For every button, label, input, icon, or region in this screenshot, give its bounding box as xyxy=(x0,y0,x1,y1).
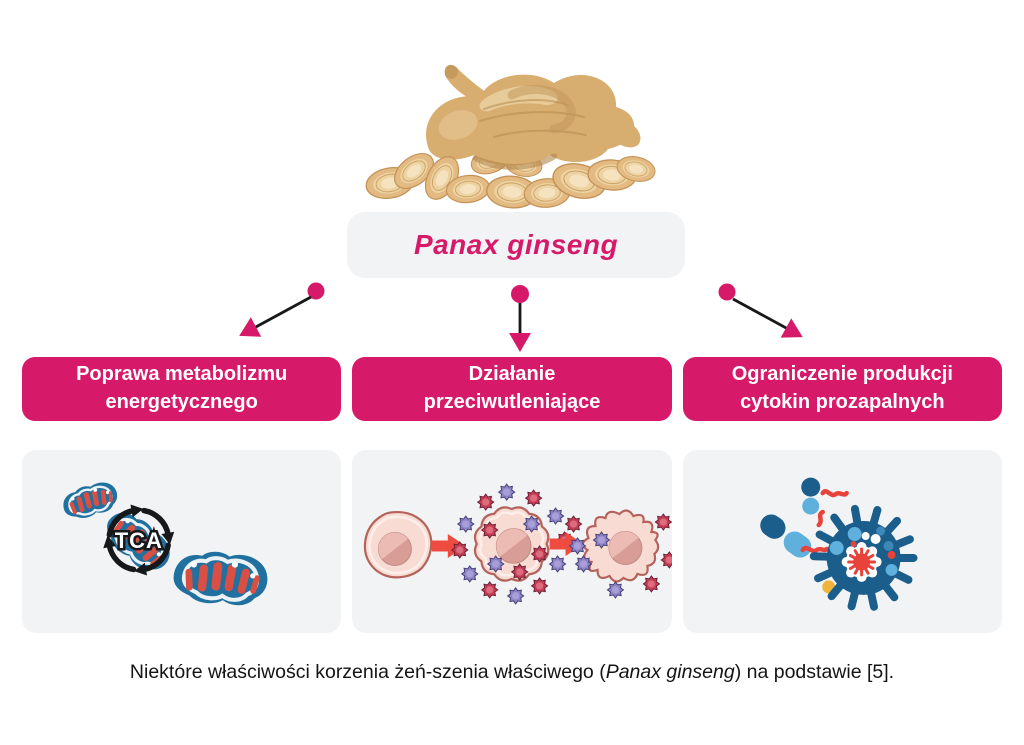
benefit-label-line: Ograniczenie produkcji xyxy=(731,363,953,386)
mitochondrion xyxy=(60,479,121,523)
benefit-box-antioxidant: Działanie przeciwutleniające xyxy=(352,357,672,421)
benefit-boxes-row: Poprawa metabolizmu energetycznego Dział… xyxy=(22,357,1002,421)
mitochondrion xyxy=(171,548,270,609)
virus-microbe xyxy=(809,504,918,611)
ginseng-root-photo xyxy=(363,64,658,211)
cytokine-squiggle xyxy=(820,489,849,498)
cell-oxidation-illustration xyxy=(364,450,672,633)
damaged-cell xyxy=(566,509,672,598)
caption-text: ) na podstawie [5]. xyxy=(734,661,895,683)
benefit-box-cytokines: Ograniczenie produkcji cytokin prozapaln… xyxy=(682,357,1002,421)
panax-ginseng-label-box: Panax ginseng xyxy=(347,212,685,278)
microbe-cytokines-illustration xyxy=(759,477,918,611)
benefit-label-line: przeciwutleniające xyxy=(423,391,601,413)
coccus-bacterium xyxy=(801,497,819,515)
mitochondria-tca-illustration: TCA xyxy=(22,450,341,633)
coccus-bacterium xyxy=(800,477,820,497)
illustration-panel-cytokines xyxy=(682,450,1002,633)
benefit-label-line: cytokin prozapalnych xyxy=(740,391,945,413)
virus-core xyxy=(841,541,882,582)
caption-latin-name: Panax ginseng xyxy=(605,661,735,683)
tca-label: TCA xyxy=(115,528,163,553)
benefit-box-metabolism: Poprawa metabolizmu energetycznego xyxy=(22,357,342,421)
benefit-label-line: energetycznego xyxy=(105,391,258,413)
illustration-panel-antioxidant xyxy=(352,450,672,633)
figure-caption: Niektóre właściwości korzenia żeń-szenia… xyxy=(0,661,1024,684)
tca-cycle-icon: TCA xyxy=(103,504,175,576)
ginseng-root-body xyxy=(426,64,641,170)
cytokine-squiggle xyxy=(816,509,825,528)
illustration-panel-metabolism: TCA xyxy=(22,450,342,633)
arrow-to-antioxidant xyxy=(509,285,531,352)
illustration-panels-row: TCA xyxy=(22,450,1002,633)
caption-text: Niektóre właściwości korzenia żeń-szenia… xyxy=(129,661,606,683)
benefit-label-line: Działanie xyxy=(468,363,556,386)
healthy-cell xyxy=(364,510,433,579)
benefit-label-line: Poprawa metabolizmu xyxy=(76,363,288,386)
panax-ginseng-title: Panax ginseng xyxy=(413,229,619,260)
arrow-to-cytokines xyxy=(718,283,803,338)
arrow-to-metabolism xyxy=(239,282,325,337)
connector-arrows xyxy=(239,282,803,352)
rod-bacterium xyxy=(759,514,811,558)
cytokine-squiggle xyxy=(800,545,829,554)
